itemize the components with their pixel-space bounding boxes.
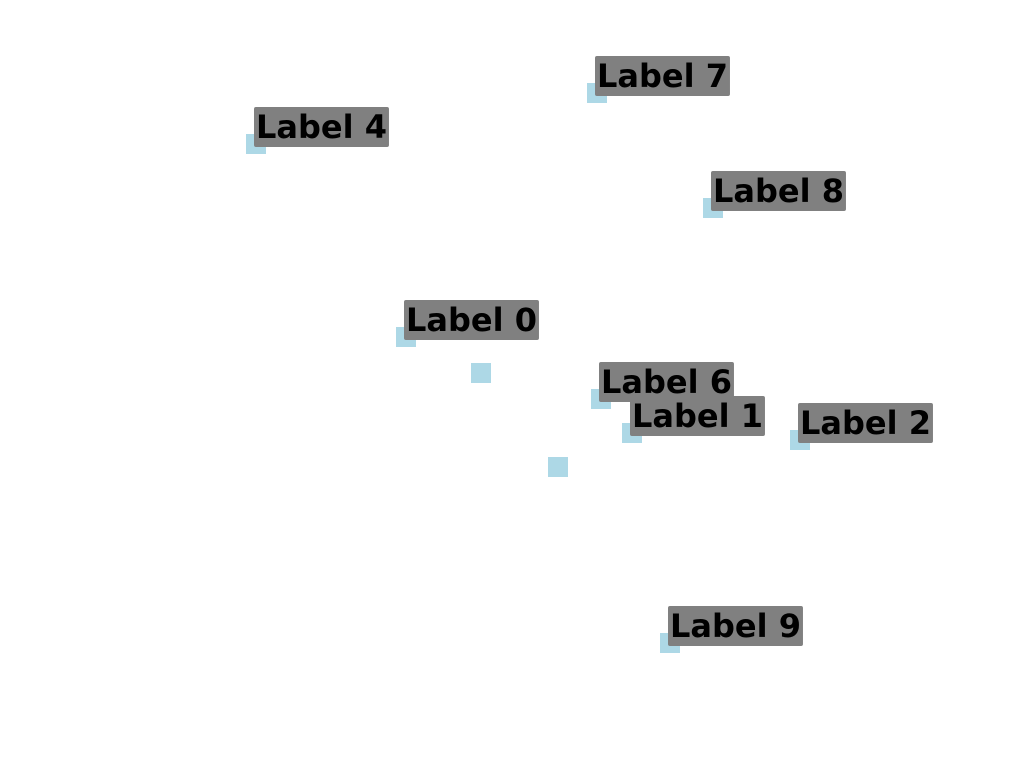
point-label-text: Label 9 bbox=[670, 607, 801, 645]
point-label-background bbox=[404, 300, 539, 340]
point-label-text: Label 4 bbox=[256, 108, 387, 146]
point-label-background bbox=[711, 171, 846, 211]
point-label-text: Label 2 bbox=[800, 404, 931, 442]
point-label: Label 4 bbox=[254, 107, 389, 147]
point-label: Label 6 bbox=[599, 362, 734, 402]
point-label: Label 9 bbox=[668, 606, 803, 646]
point-label-background bbox=[595, 56, 730, 96]
point-label-background bbox=[668, 606, 803, 646]
point-label-background bbox=[630, 396, 765, 436]
point-label: Label 1 bbox=[630, 396, 765, 436]
point-label-text: Label 0 bbox=[406, 301, 537, 339]
point-label-text: Label 7 bbox=[597, 57, 728, 95]
point-label-background bbox=[599, 362, 734, 402]
point-label-text: Label 1 bbox=[632, 397, 763, 435]
point-label-text: Label 8 bbox=[713, 172, 844, 210]
scatter-point bbox=[548, 457, 568, 477]
point-label-background bbox=[798, 403, 933, 443]
scatter-point bbox=[471, 363, 491, 383]
point-label: Label 8 bbox=[711, 171, 846, 211]
point-label-text: Label 6 bbox=[601, 363, 732, 401]
point-label: Label 2 bbox=[798, 403, 933, 443]
point-label: Label 7 bbox=[595, 56, 730, 96]
point-label-background bbox=[254, 107, 389, 147]
point-label: Label 0 bbox=[404, 300, 539, 340]
